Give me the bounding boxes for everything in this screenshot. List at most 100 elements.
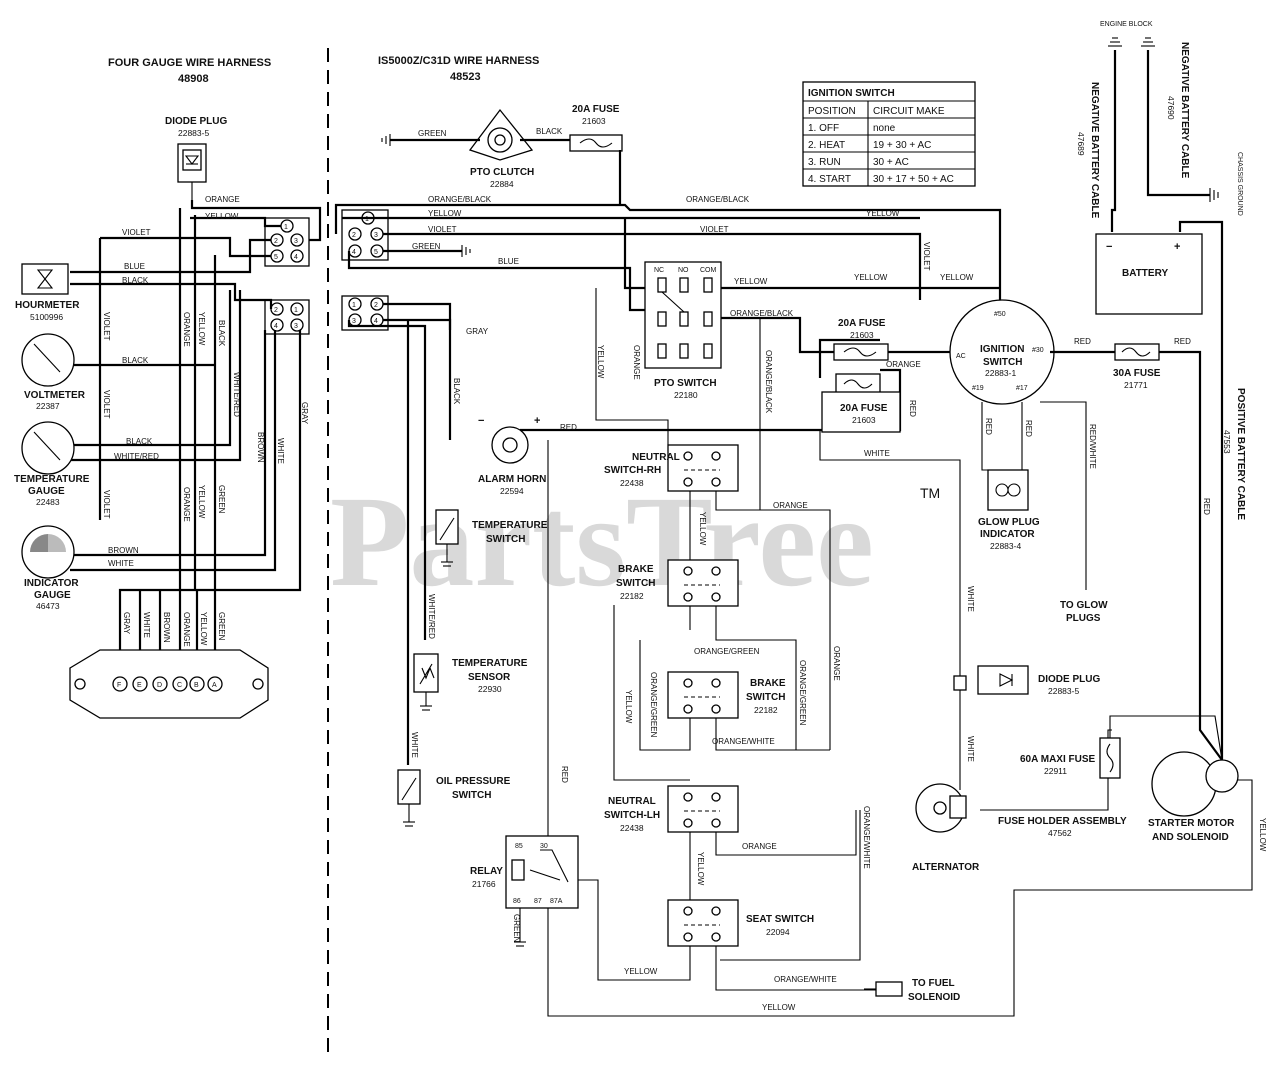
svg-text:ORANGE/WHITE: ORANGE/WHITE [712,737,775,746]
brake2-part: 22182 [754,705,778,715]
svg-text:3: 3 [294,323,298,330]
svg-text:RED: RED [560,766,569,783]
pto-clutch-icon [468,108,534,161]
svg-text:RED: RED [908,400,917,417]
temp-gauge-label1: TEMPERATURE [14,474,90,485]
indicator-gauge-part: 46473 [36,601,60,611]
connector-main-lower: 1 2 3 4 [341,295,389,331]
svg-text:ORANGE: ORANGE [632,345,641,380]
svg-text:YELLOW: YELLOW [698,512,707,546]
diode-plug-top-label: DIODE PLUG [165,116,227,127]
watermark-tm: TM [920,485,940,501]
svg-text:B: B [194,682,199,689]
brake-switch-1-icon [667,559,739,607]
svg-text:87A: 87A [550,898,563,905]
svg-text:GREEN: GREEN [217,612,226,641]
svg-text:BLUE: BLUE [124,262,145,271]
alarm-horn-part: 22594 [500,486,524,496]
svg-text:VIOLET: VIOLET [428,225,457,234]
left-harness-part: 48908 [178,73,209,85]
svg-text:1: 1 [284,224,288,231]
gauge-connector-block: F E D C B A [69,649,269,719]
temp-switch-label1: TEMPERATURE [472,520,548,531]
svg-text:ORANGE/GREEN: ORANGE/GREEN [798,660,807,726]
temp-switch-label2: SWITCH [486,534,525,545]
to-glow-label2: PLUGS [1066,613,1101,624]
engine-block-label: ENGINE BLOCK [1100,21,1153,28]
battery-label: BATTERY [1122,268,1168,279]
svg-text:NC: NC [654,267,664,274]
svg-text:ORANGE/WHITE: ORANGE/WHITE [862,806,871,869]
svg-text:4: 4 [294,254,298,261]
right-harness-part: 48523 [450,71,481,83]
fuse-top-label: 20A FUSE [572,104,620,115]
svg-text:2: 2 [374,302,378,309]
svg-text:ORANGE: ORANGE [832,646,841,681]
indicator-gauge-label2: GAUGE [34,590,71,601]
svg-text:CIRCUIT MAKE: CIRCUIT MAKE [873,106,945,117]
alarm-horn-icon [491,426,529,464]
svg-text:ORANGE: ORANGE [886,360,921,369]
horn-minus: − [478,415,484,427]
svg-text:GRAY: GRAY [122,612,131,635]
svg-text:AC: AC [956,353,966,360]
temp-sensor-part: 22930 [478,684,502,694]
svg-text:ORANGE/WHITE: ORANGE/WHITE [774,975,837,984]
battery-neg: − [1106,241,1112,253]
fuse-mid1-icon [833,343,889,361]
svg-text:BROWN: BROWN [108,546,139,555]
svg-text:WHITE: WHITE [966,736,975,762]
chassis-ground-label: CHASSIS GROUND [1236,152,1243,216]
diode-plug-top-part: 22883-5 [178,128,209,138]
pto-switch-label: PTO SWITCH [654,378,717,389]
connector-upper-left: 1 2 3 5 4 [264,217,310,267]
relay-part: 21766 [472,879,496,889]
svg-text:COM: COM [700,267,717,274]
svg-text:VIOLET: VIOLET [700,225,729,234]
neutral-lh-label1: NEUTRAL [608,796,656,807]
maxi-fuse-icon [1099,737,1121,779]
svg-text:ORANGE: ORANGE [205,195,240,204]
svg-text:4. START: 4. START [808,174,851,185]
neutral-switch-rh-icon [667,444,739,492]
temp-sensor-label2: SENSOR [468,672,511,683]
pto-switch-part: 22180 [674,390,698,400]
svg-text:GRAY: GRAY [300,402,309,425]
starter-motor-icon [1151,751,1239,817]
starter-label1: STARTER MOTOR [1148,818,1235,829]
pos-cable-part: 47553 [1222,430,1232,454]
svg-text:3: 3 [352,318,356,325]
svg-text:YELLOW: YELLOW [734,277,768,286]
svg-text:BLUE: BLUE [498,257,519,266]
to-fuel-label2: SOLENOID [908,992,960,1003]
battery-pos: + [1174,241,1180,253]
svg-text:YELLOW: YELLOW [197,485,206,519]
svg-text:RED: RED [560,423,577,432]
svg-text:BLACK: BLACK [126,437,153,446]
pto-switch-icon [644,261,722,369]
diode-plug-right-icon [953,665,1029,695]
fuse-mid2-label: 20A FUSE [840,403,888,414]
svg-text:1: 1 [365,216,369,223]
brake2-label1: BRAKE [750,678,786,689]
svg-text:WHITE: WHITE [276,438,285,464]
svg-text:RED/WHITE: RED/WHITE [1088,424,1097,469]
svg-text:#50: #50 [994,311,1006,318]
svg-text:4: 4 [374,318,378,325]
connector-mid-left: 2 1 4 3 [264,299,310,335]
temperature-switch-icon [435,509,459,567]
fuse-top-part: 21603 [582,116,606,126]
svg-text:GREEN: GREEN [418,129,447,138]
svg-text:VIOLET: VIOLET [102,490,111,519]
svg-text:A: A [212,682,217,689]
left-harness-title: FOUR GAUGE WIRE HARNESS [108,57,271,69]
svg-text:87: 87 [534,898,542,905]
svg-text:ORANGE/GREEN: ORANGE/GREEN [649,672,658,738]
switch-stack-wires [547,288,1253,1017]
svg-text:none: none [873,123,896,134]
temperature-sensor-icon [413,653,439,711]
neg-cable-2-label: NEGATIVE BATTERY CABLE [1179,42,1190,179]
pto-clutch-part: 22884 [490,179,514,189]
svg-text:2. HEAT: 2. HEAT [808,140,845,151]
svg-text:ORANGE: ORANGE [773,501,808,510]
